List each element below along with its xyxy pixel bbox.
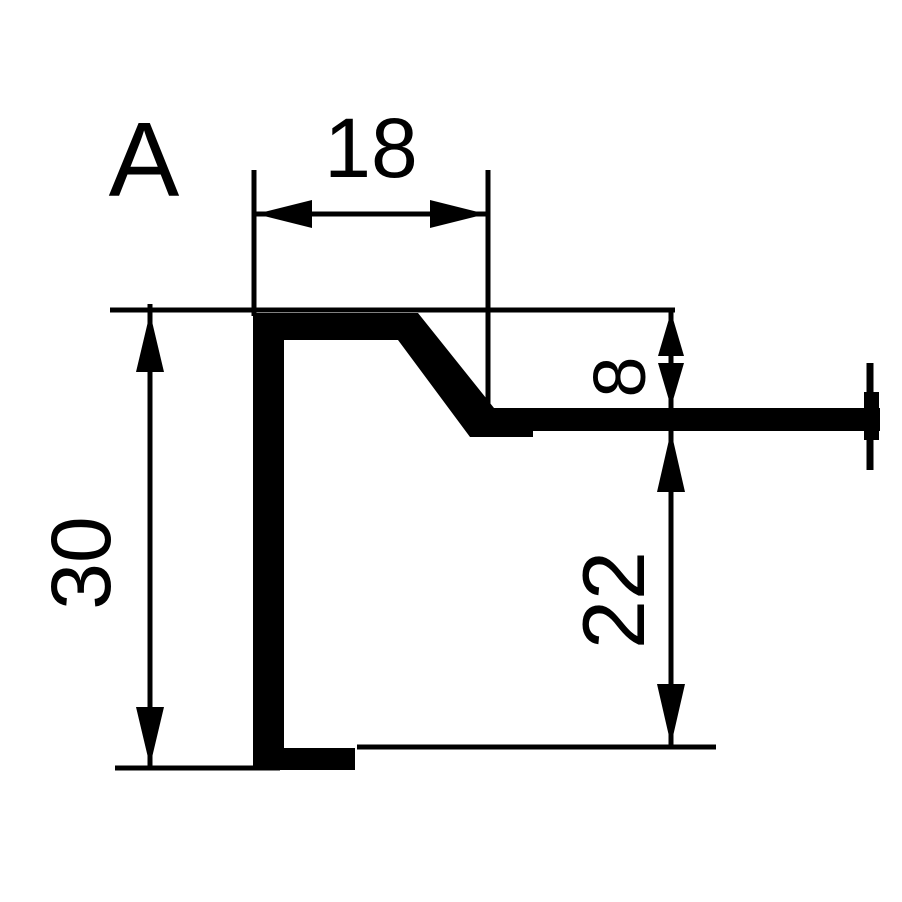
- profile-body: [253, 313, 880, 770]
- dim-22-arrow-top-icon: [657, 431, 685, 492]
- dim-22-value: 22: [564, 551, 663, 649]
- dim-18-value: 18: [324, 101, 417, 195]
- end-rib-block: [864, 392, 879, 440]
- profile-end-rib: [864, 363, 879, 470]
- dim-top-width: 18: [251, 101, 491, 404]
- dim-30-value: 30: [34, 516, 128, 609]
- dim-8-arrow-bottom-icon: [658, 363, 684, 407]
- dim-8-value: 8: [578, 356, 661, 397]
- dim-30-arrow-bottom-icon: [136, 707, 164, 766]
- view-label: A: [109, 101, 180, 219]
- dim-lower-height: 22: [357, 430, 716, 750]
- dim-upper-offset: 8: [578, 311, 684, 447]
- dim-8-arrow-top-icon: [658, 312, 684, 356]
- dim-total-height: 30: [34, 304, 280, 771]
- dim-30-arrow-top-icon: [136, 313, 164, 372]
- dim-18-arrow-left-icon: [256, 200, 312, 228]
- dim-18-arrow-right-icon: [430, 200, 486, 228]
- dim-22-arrow-bottom-icon: [657, 684, 685, 745]
